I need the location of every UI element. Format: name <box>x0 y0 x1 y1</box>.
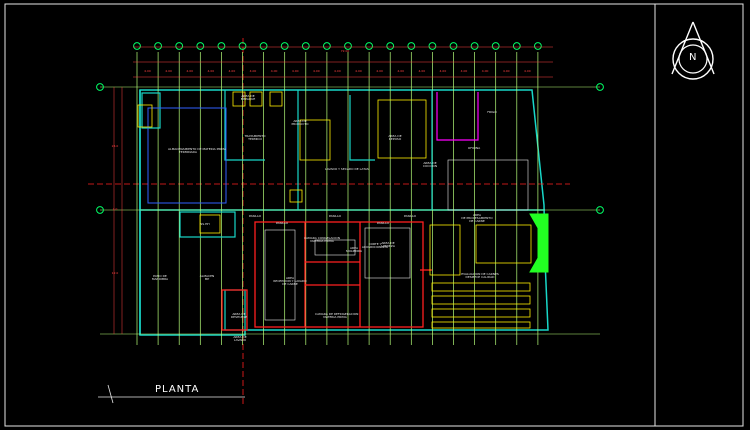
dimension-label: 4.00 <box>523 69 531 73</box>
grid-axis-bubble <box>196 42 205 50</box>
dimension-label: 4.00 <box>270 69 278 73</box>
dimension-label: 4.00 <box>312 69 320 73</box>
room-label: AREA RECEPCION Y LAVADO DE CARNE <box>273 276 307 286</box>
grid-axis-bubble <box>512 42 521 50</box>
grid-axis-bubble <box>259 42 268 50</box>
dimension-label: 4.00 <box>481 69 489 73</box>
office-magenta-outline <box>436 92 479 141</box>
room-label: CORTE Y ACONDICIONADO <box>361 242 389 249</box>
grid-axis-bubble <box>596 83 604 91</box>
room-label: AREA DE PRODUCTO <box>291 119 309 126</box>
grid-axis-bubble <box>217 42 226 50</box>
room-label: OFICINA <box>467 146 481 150</box>
grid-axis-bubble <box>323 42 331 50</box>
red-partitions <box>221 221 432 331</box>
dimension-label: 4.00 <box>418 69 426 73</box>
room-label: PASILLO <box>328 214 342 218</box>
grid-axis-bubble <box>470 42 479 50</box>
title-underline <box>98 384 245 404</box>
room-label: AREA DE COCCION <box>422 161 438 168</box>
dimension-label: 4.00 <box>460 69 468 73</box>
left-dimension-label: 24.0 <box>111 144 119 148</box>
room-label: TRATAMIENTO TERMICO <box>244 134 266 141</box>
room-label: AREA DE DESHUESE <box>230 312 248 319</box>
equipment-yellow <box>137 91 532 329</box>
room-label: AREA DE PROCESAMIENTO DE CARNE <box>461 213 493 223</box>
dimension-label: 4.00 <box>207 69 215 73</box>
grid-axis-bubble <box>96 83 104 91</box>
drawing-title: PLANTA <box>155 384 200 395</box>
dimension-label: 4.00 <box>186 69 194 73</box>
room-label: ALMACEN MP <box>199 274 215 281</box>
grid-axis-bubble <box>301 42 310 50</box>
grid-axis-bubble <box>175 42 184 50</box>
grid-axis-bubble <box>365 42 374 50</box>
grid-axis-bubble <box>491 42 500 50</box>
dimension-label: 4.00 <box>502 69 510 73</box>
room-label: PASILLO <box>248 214 262 218</box>
equipment-white <box>264 159 529 321</box>
room-label: SS.HH <box>200 222 210 226</box>
room-label: AREA DE LIMPIEZA <box>381 241 395 248</box>
room-label: FRIGO <box>487 110 497 114</box>
dimension-label: 4.00 <box>165 69 172 73</box>
sheet-border <box>4 3 744 427</box>
dimension-label: 4.00 <box>249 69 257 73</box>
room-label: ALMACENAMIENTO DE MATERIA PRIMA TERMINAD… <box>168 147 226 154</box>
dimension-label: 4.00 <box>228 69 236 73</box>
grid-axis-bubble <box>280 42 289 50</box>
grid-axis-bubble <box>96 206 104 214</box>
horizontal-grid-axes <box>96 83 604 214</box>
dimension-label: 4.00 <box>355 69 362 73</box>
grid-axis-bubble <box>238 42 247 50</box>
grid-axis-bubble <box>596 206 604 214</box>
dimension-label: 4.00 <box>376 69 383 73</box>
grid-axis-bubble <box>407 42 416 50</box>
room-label: PASILLO <box>376 221 390 225</box>
grid-axis-bubble <box>428 42 437 50</box>
room-label: CAMARA DE REFRIGERACION MATERIA PRIMA <box>315 312 359 319</box>
room-label: PATIO DE MANIOBRA <box>151 274 169 281</box>
dimension-label: 4.00 <box>439 69 447 73</box>
grid-axis-bubble <box>344 42 352 50</box>
north-letter: N <box>689 52 697 63</box>
room-label: EVALUACION DE CARNES DESPIECE CALIDAD <box>461 272 499 279</box>
left-dimension-label: 12.0 <box>111 271 119 275</box>
total-dimension-label: 72.00 <box>340 49 350 53</box>
north-arrow-icon <box>671 21 715 80</box>
room-label: PASILLO <box>275 221 289 225</box>
room-label: AREA DE LAVADO <box>233 335 247 342</box>
grid-axis-bubble <box>534 42 542 50</box>
dimension-label: 4.00 <box>144 69 151 73</box>
room-label: CAMARA CONGELACION MATERIA PRIMA <box>303 236 340 243</box>
dimension-label: 4.00 <box>291 69 299 73</box>
dimension-label: 4.00 <box>334 69 341 73</box>
left-dimension-strip <box>113 87 123 334</box>
room-label: AREA MOLIENDA <box>346 246 362 253</box>
left-dimension-label: 1.0 <box>112 207 118 211</box>
room-label: LAVADO Y SECADO DE LATAS <box>325 167 369 171</box>
loading-ramp-green <box>529 213 549 273</box>
room-label: AREA DE REPOSO <box>388 134 402 141</box>
dimension-label: 4.00 <box>397 69 405 73</box>
grid-axis-bubble <box>449 42 458 50</box>
grid-axis-bubble <box>154 42 163 50</box>
grid-axis-bubble <box>386 42 395 50</box>
vertical-grid-axes <box>133 42 542 345</box>
top-dimension-strip <box>133 46 553 78</box>
storage-blue-outline <box>147 107 227 204</box>
room-label: PASILLO <box>403 214 417 218</box>
grid-axis-bubble <box>133 42 141 50</box>
room-label: AREA DE EMPAQUE <box>240 94 256 101</box>
